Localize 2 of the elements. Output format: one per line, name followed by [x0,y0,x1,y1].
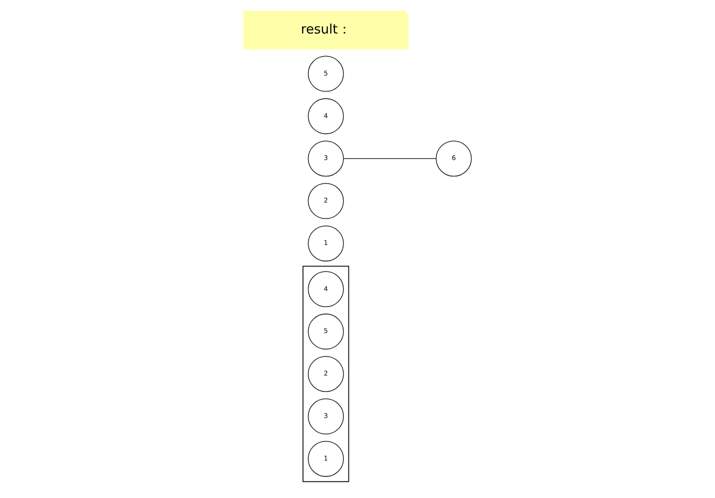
connector [343,158,436,159]
cluster [302,266,350,482]
